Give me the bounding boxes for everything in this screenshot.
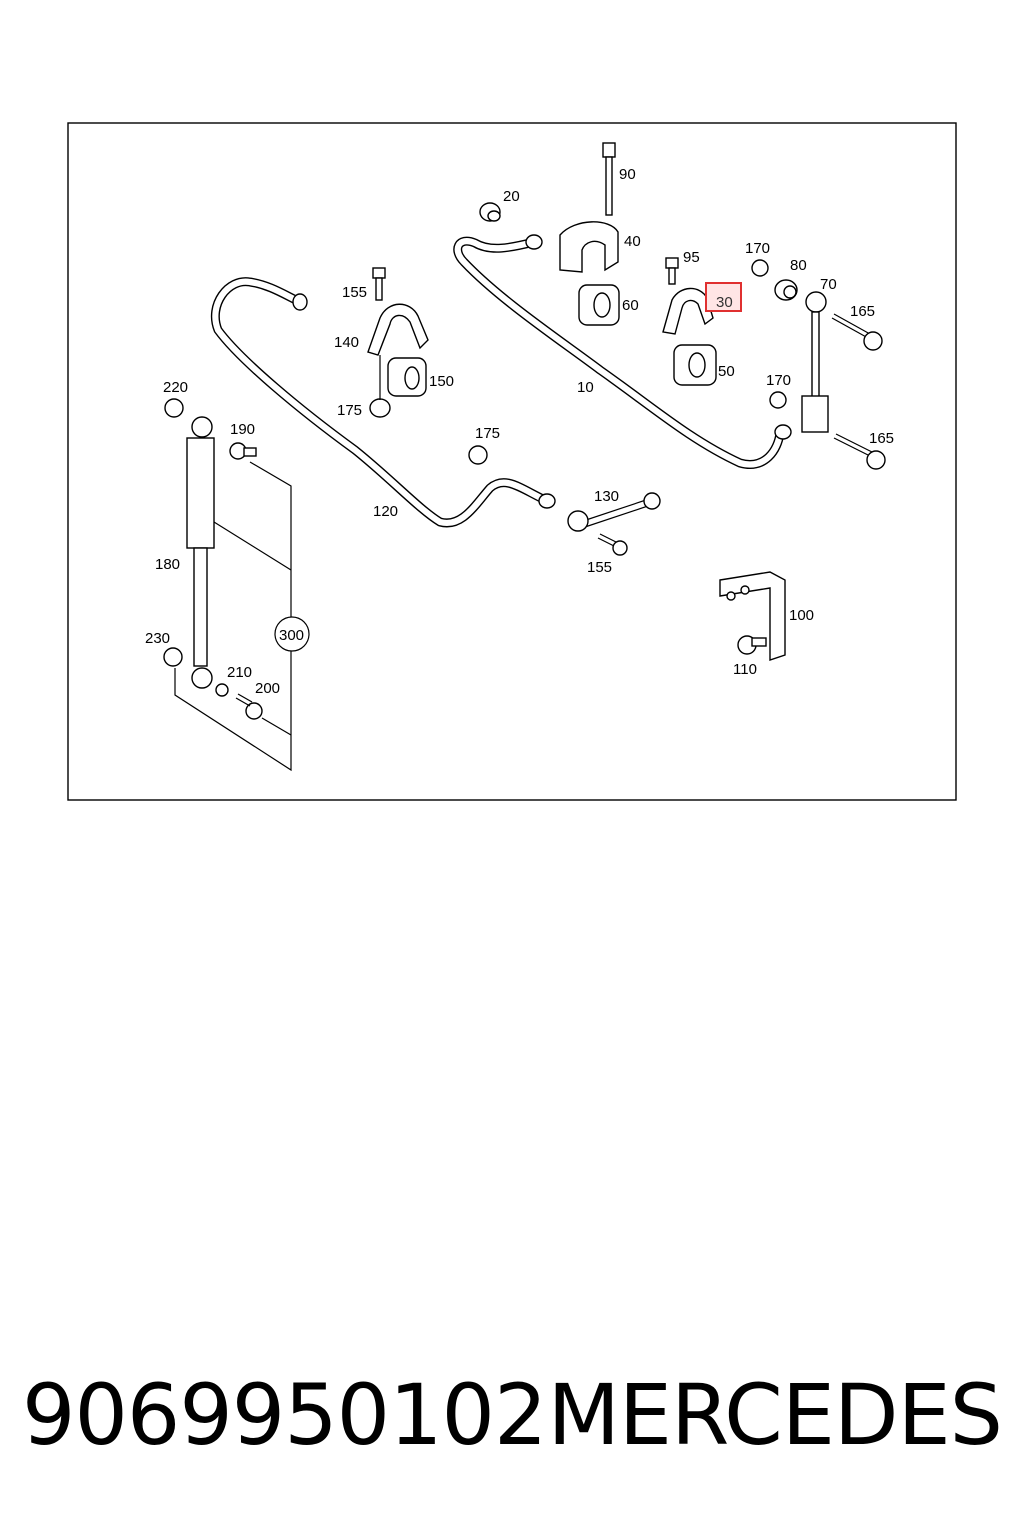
label-165-lower: 165 [869,430,894,447]
washer-210 [215,683,229,697]
label-130: 130 [594,488,619,505]
label-170-upper: 170 [745,240,770,257]
label-150: 150 [429,373,454,390]
label-110: 110 [733,661,757,678]
label-120: 120 [373,503,398,520]
bushing-60 [578,284,620,326]
washer-170-lower [769,391,787,409]
link-70 [801,291,829,433]
label-80: 80 [790,257,807,274]
bolt-165-lower [833,433,886,470]
link-130 [567,492,661,532]
label-210: 210 [227,664,252,681]
bolt-200 [235,693,263,720]
label-155-lower: 155 [587,559,612,576]
label-170-lower: 170 [766,372,791,389]
stabilizer-bar-rear [210,277,556,528]
bushing-80 [774,279,798,301]
bolt-165-upper [831,313,883,351]
bushing-150 [387,357,427,397]
washer-220 [164,398,184,418]
kit-300-circle [274,616,310,652]
clamp-40 [559,221,619,273]
label-20: 20 [503,188,520,205]
label-10: 10 [577,379,594,396]
bolt-95 [665,257,679,285]
brand-name: MERCEDES [547,1366,1003,1464]
bolt-110 [737,635,767,655]
label-60: 60 [622,297,639,314]
label-140: 140 [334,334,359,351]
bolt-155-upper [372,267,386,301]
shock-absorber-180 [186,416,215,689]
label-300: 300 [279,627,304,644]
label-30: 30 [716,294,733,311]
bushing-50 [673,344,717,386]
bracket-100 [719,571,786,661]
bolt-190 [229,442,257,460]
bolt-90 [602,142,616,216]
nut-175-center [468,445,488,465]
clamp-30 [662,287,714,335]
label-175-center: 175 [475,425,500,442]
washer-170-upper [751,259,769,277]
label-220: 220 [163,379,188,396]
bolt-155-lower [597,533,628,556]
label-90: 90 [619,166,636,183]
label-180: 180 [155,556,180,573]
kit-300-bracket [174,461,310,772]
label-95: 95 [683,249,700,266]
footer: 9069950102 MERCEDES [0,1360,1024,1480]
highlight-box-30 [705,282,742,312]
stabilizer-bar-front [453,234,792,469]
bushing-20 [479,202,501,222]
washer-230 [163,647,183,667]
label-70: 70 [820,276,837,293]
label-200: 200 [255,680,280,697]
label-155-upper: 155 [342,284,367,301]
label-40: 40 [624,233,641,250]
label-175-left: 175 [337,402,362,419]
clamp-140 [367,303,429,356]
parts-diagram: 90 20 40 95 170 80 70 165 60 30 155 140 … [67,122,957,801]
label-50: 50 [718,363,735,380]
label-230: 230 [145,630,170,647]
label-190: 190 [230,421,255,438]
label-165-upper: 165 [850,303,875,320]
nut-175-left [369,355,391,418]
label-100: 100 [789,607,814,624]
part-number: 9069950102 [22,1366,547,1464]
